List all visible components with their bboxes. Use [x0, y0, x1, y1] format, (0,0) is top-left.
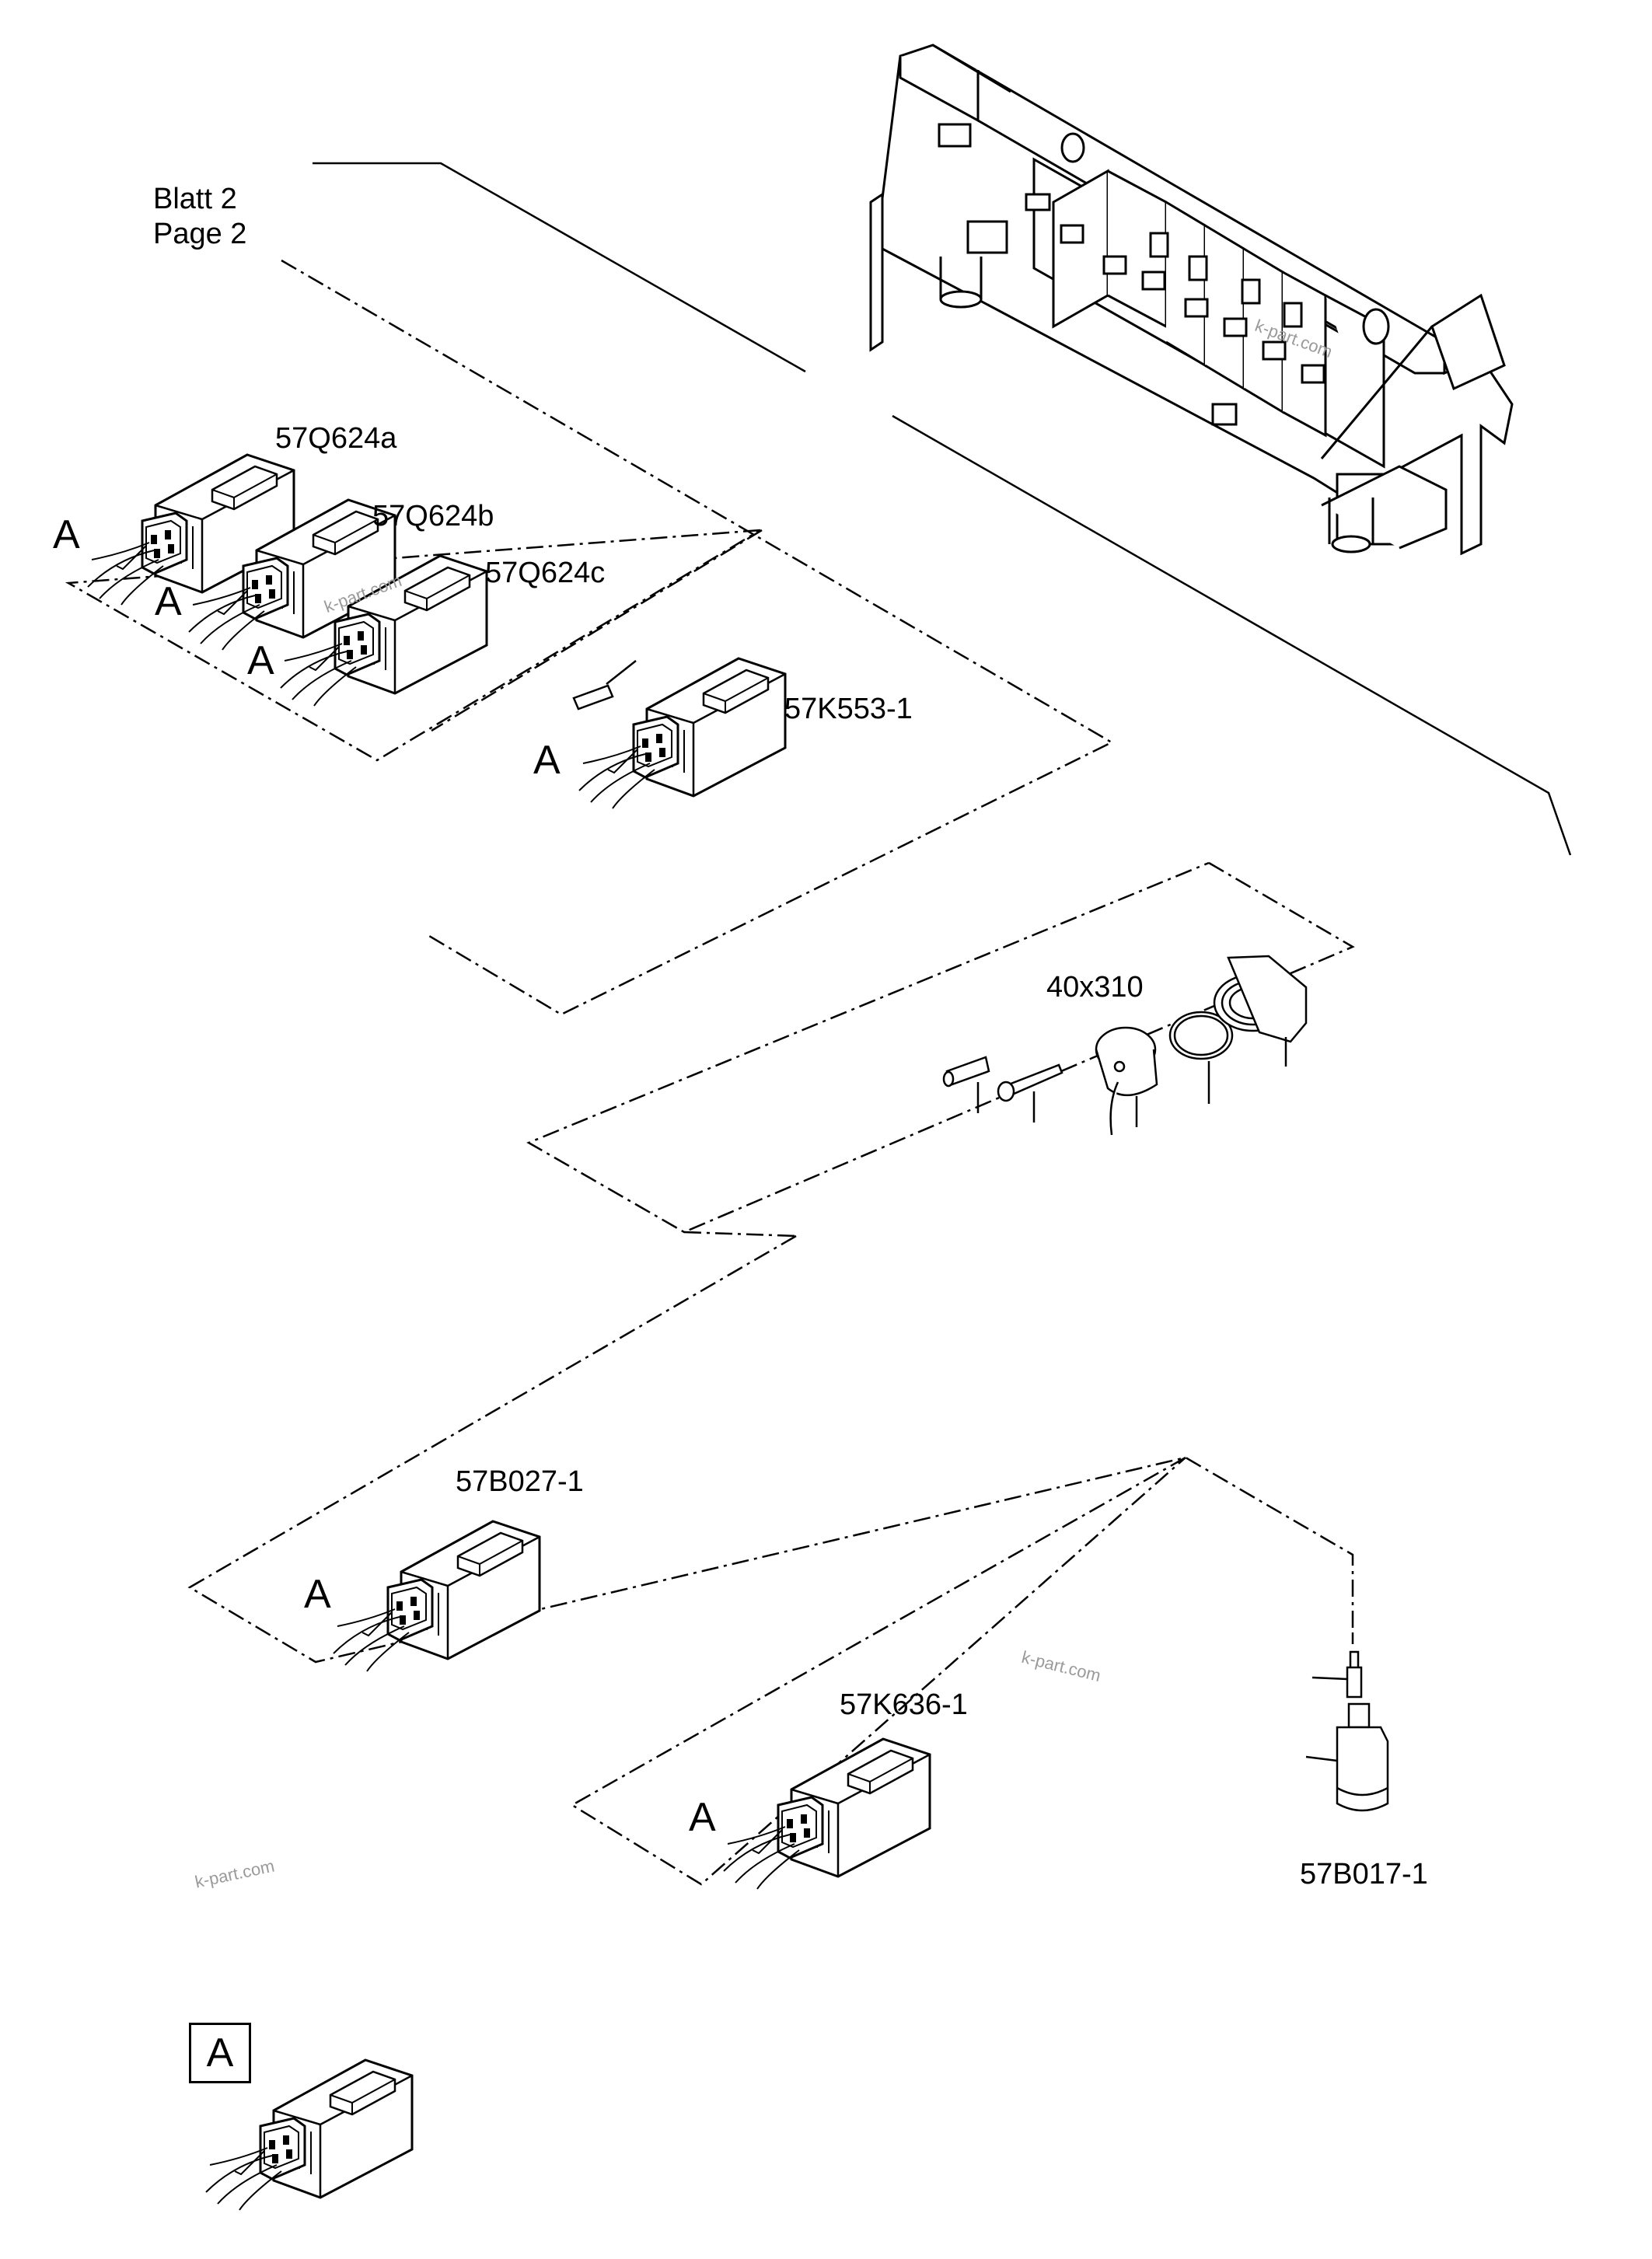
detail-marker-a: A: [689, 1795, 716, 1840]
part-label-57B017-1: 57B017-1: [1300, 1858, 1428, 1891]
detail-marker-a: A: [533, 738, 561, 783]
detail-marker-a: A: [155, 579, 182, 624]
contact-pin: [572, 660, 637, 711]
part-label-57Q624a: 57Q624a: [275, 422, 397, 455]
part-label-57K553-1: 57K553-1: [784, 693, 913, 725]
connector-57K636-1: [722, 1737, 931, 1891]
sensor-57B017-1: [1305, 1650, 1389, 1812]
part-label-57B027-1: 57B027-1: [456, 1465, 584, 1498]
part-label-57Q624c: 57Q624c: [485, 557, 606, 589]
legend-key-box: A: [189, 2023, 251, 2083]
detail-marker-a: A: [53, 512, 80, 557]
group-boundaries: [65, 259, 1355, 1886]
detail-marker-a: A: [247, 638, 274, 683]
valve-block-assembly: [869, 44, 1514, 556]
leader-lines: [313, 162, 1572, 856]
part-label-cylinder: 40x310: [1046, 971, 1144, 1004]
sheet-label-en: Page 2: [153, 218, 247, 250]
part-label-57Q624b: 57Q624b: [372, 500, 494, 532]
cylinder-kit-parts: [942, 955, 1308, 1136]
part-label-57K636-1: 57K636-1: [840, 1688, 968, 1721]
sheet-label-de: Blatt 2: [153, 183, 237, 215]
detail-marker-a: A: [304, 1572, 331, 1617]
connector-57B027-1: [332, 1520, 541, 1673]
